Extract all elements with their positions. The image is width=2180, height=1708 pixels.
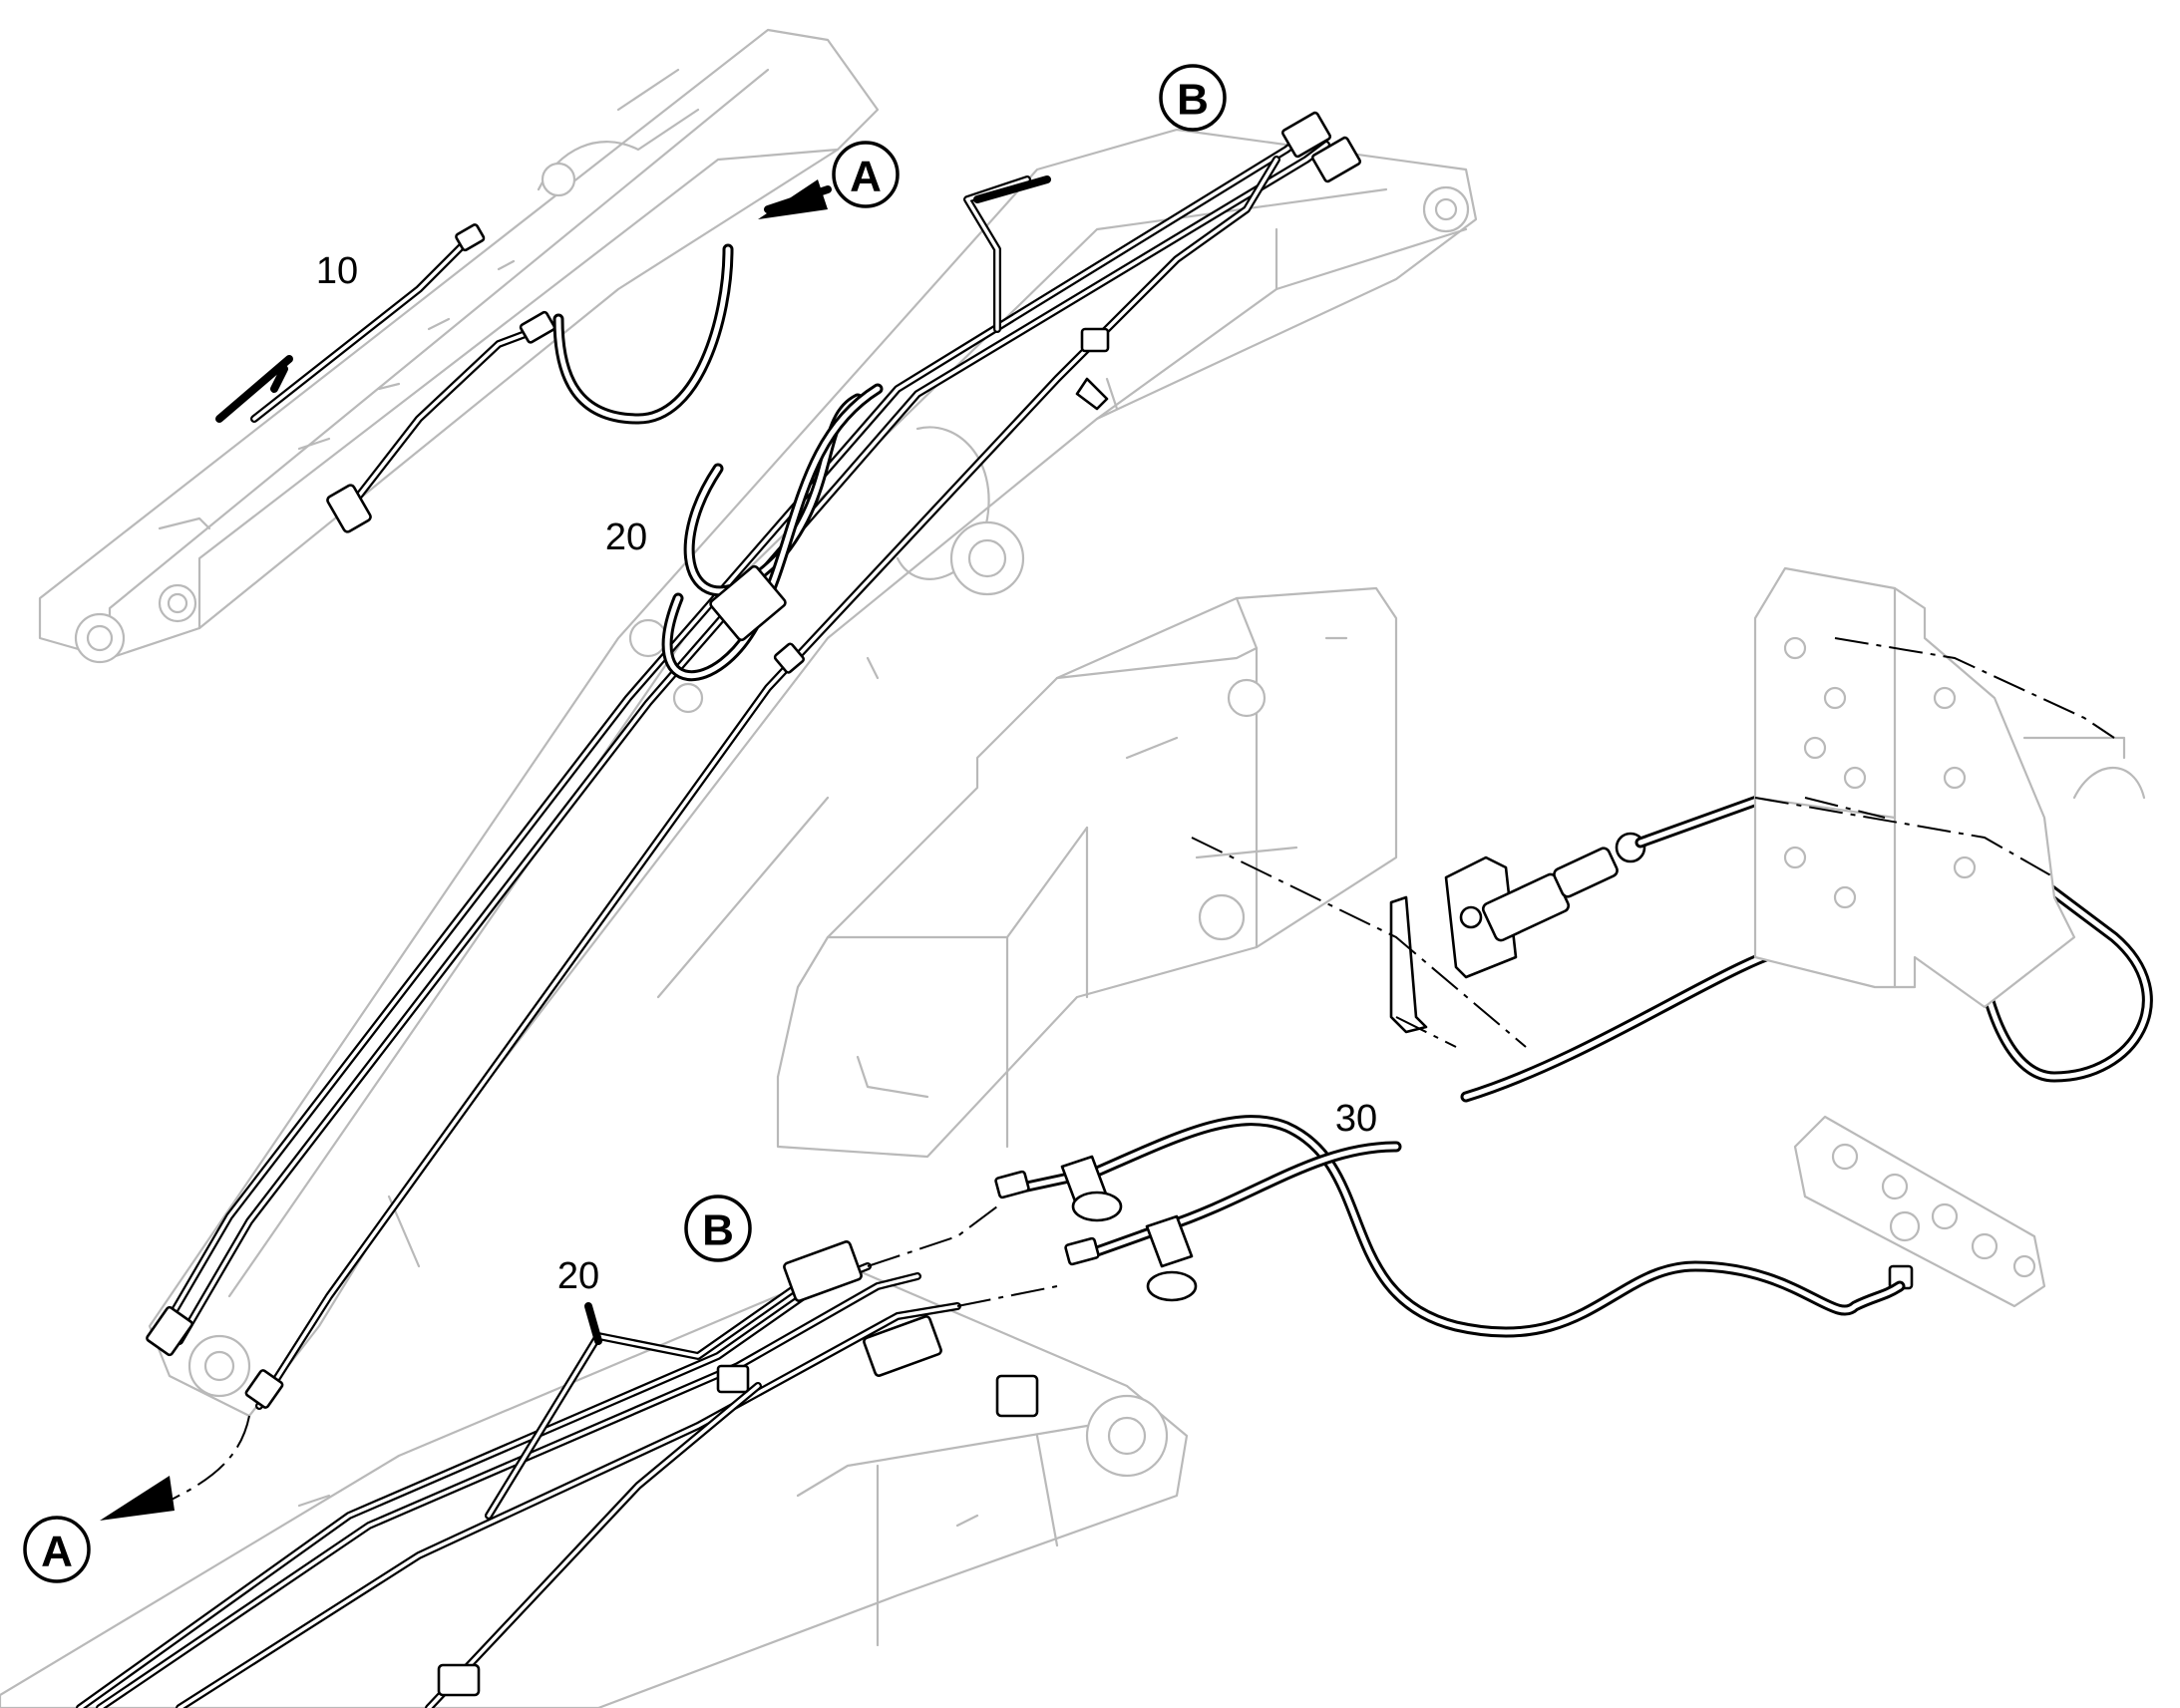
callout-a-top-label: A xyxy=(850,153,882,201)
item-30-connector-bracket xyxy=(1389,832,1646,1034)
callout-b-top: B xyxy=(1159,64,1227,132)
control-valve-block xyxy=(1753,566,2146,1009)
position-number-20-upper: 20 xyxy=(605,516,647,558)
callout-b-top-label: B xyxy=(1177,76,1209,125)
callout-a-bottom: A xyxy=(23,1516,91,1583)
callout-a-top: A xyxy=(832,141,900,208)
view-arrows xyxy=(100,179,832,1521)
boom-base-structure xyxy=(0,1264,1189,1708)
upper-frame-structure xyxy=(776,586,1398,1159)
arrow-a-top-head xyxy=(758,179,828,219)
item-20-lower-pipes xyxy=(76,1240,1039,1708)
item-30-long-hose xyxy=(994,1115,1906,1338)
item-10-pipe-lines xyxy=(215,223,734,533)
item-20-boom-pipes xyxy=(146,111,1362,1410)
position-number-10: 10 xyxy=(316,250,358,292)
callout-b-bottom-label: B xyxy=(702,1206,734,1255)
callout-a-bottom-label: A xyxy=(41,1528,73,1576)
position-20-leader xyxy=(584,1302,602,1345)
arm-structure xyxy=(38,28,880,664)
arrow-a-bottom-head xyxy=(100,1476,175,1521)
position-number-20-lower: 20 xyxy=(557,1255,599,1297)
callout-b-bottom: B xyxy=(684,1195,752,1262)
position-number-30: 30 xyxy=(1335,1098,1377,1140)
valve-manifold xyxy=(1793,1115,2046,1308)
reference-leader-lines xyxy=(159,637,2115,1507)
boom-structure xyxy=(148,128,1478,1418)
